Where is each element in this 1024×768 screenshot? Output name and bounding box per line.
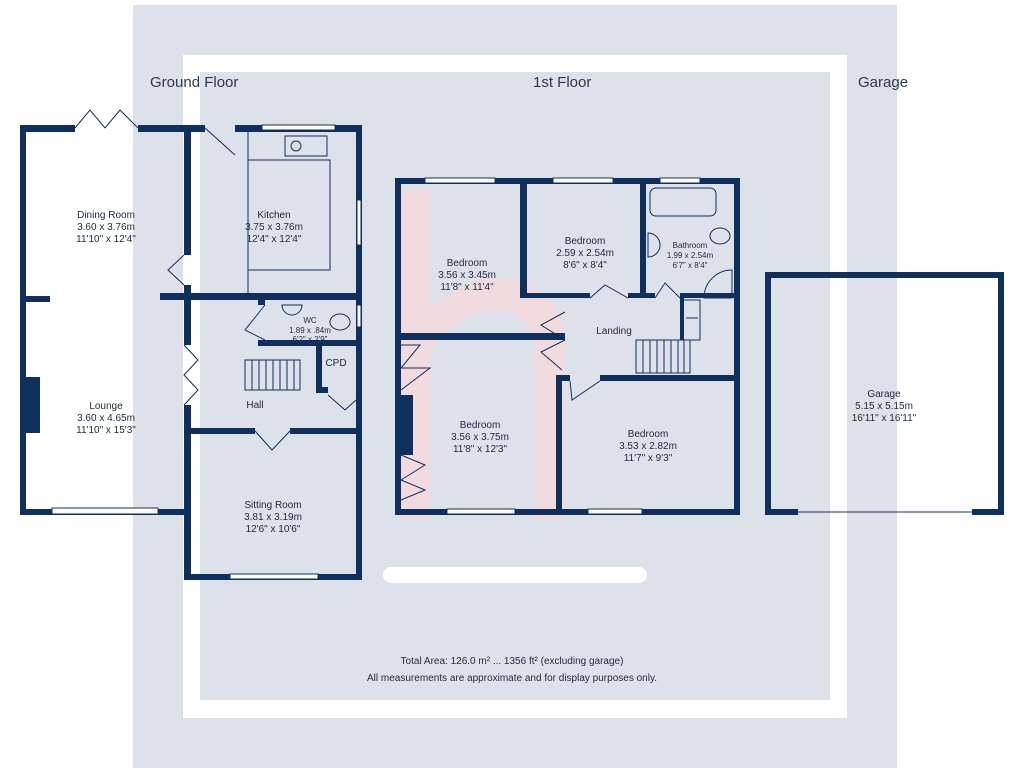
svg-text:Garage: Garage — [867, 389, 901, 400]
svg-text:6'7" x 8'4": 6'7" x 8'4" — [673, 261, 708, 270]
first-floor-walls — [395, 177, 740, 515]
svg-text:Bedroom: Bedroom — [460, 420, 501, 431]
first-floor-label: 1st Floor — [533, 74, 591, 91]
svg-text:3.56 x 3.75m: 3.56 x 3.75m — [451, 432, 509, 443]
room-wc: WC 1.89 x .84m 6'2" x 2'9" — [289, 316, 331, 344]
svg-text:Dining Room: Dining Room — [77, 210, 135, 221]
room-lounge: Lounge 3.60 x 4.65m 11'10" x 15'3" — [76, 401, 136, 436]
svg-text:WC: WC — [303, 316, 317, 325]
svg-text:Lounge: Lounge — [89, 401, 123, 412]
watermark-logo — [133, 5, 897, 768]
svg-text:11'10" x 15'3": 11'10" x 15'3" — [76, 425, 136, 436]
garage-floor-label: Garage — [858, 74, 908, 91]
svg-text:3.60 x 3.76m: 3.60 x 3.76m — [77, 222, 135, 233]
ground-floor-fixtures — [74, 109, 357, 451]
room-garage: Garage 5.15 x 5.15m 16'11" x 16'11" — [852, 389, 917, 424]
svg-text:3.60 x 4.65m: 3.60 x 4.65m — [77, 413, 135, 424]
room-bedroom-3: Bedroom 3.56 x 3.75m 11'8" x 12'3" — [451, 420, 509, 455]
first-floor-fixtures — [399, 187, 733, 501]
room-hall: Hall — [246, 400, 263, 411]
svg-text:3.81 x 3.19m: 3.81 x 3.19m — [244, 512, 302, 523]
room-bedroom-2: Bedroom 2.59 x 2.54m 8'6" x 8'4" — [556, 236, 614, 271]
svg-text:11'8" x 11'4": 11'8" x 11'4" — [440, 282, 494, 293]
svg-text:2.59 x 2.54m: 2.59 x 2.54m — [556, 248, 614, 259]
svg-text:3.56 x 3.45m: 3.56 x 3.45m — [438, 270, 496, 281]
total-area: Total Area: 126.0 m² ... 1356 ft² (exclu… — [401, 656, 624, 667]
svg-text:1.89 x .84m: 1.89 x .84m — [289, 326, 331, 335]
room-landing: Landing — [596, 326, 632, 337]
room-bedroom-1: Bedroom 3.56 x 3.45m 11'8" x 11'4" — [438, 258, 496, 293]
svg-text:Bedroom: Bedroom — [565, 236, 606, 247]
room-bathroom: Bathroom 1.99 x 2.54m 6'7" x 8'4" — [667, 241, 714, 270]
svg-text:5.15 x 5.15m: 5.15 x 5.15m — [855, 401, 913, 412]
svg-text:16'11" x 16'11": 16'11" x 16'11" — [852, 413, 917, 424]
room-kitchen: Kitchen 3.75 x 3.76m 12'4" x 12'4" — [245, 210, 303, 245]
svg-text:Sitting Room: Sitting Room — [244, 500, 301, 511]
ground-floor-label: Ground Floor — [150, 74, 238, 91]
garage-walls — [765, 272, 1004, 515]
ground-floor-walls — [20, 124, 362, 580]
room-bedroom-4: Bedroom 3.53 x 2.82m 11'7" x 9'3" — [619, 429, 677, 464]
svg-text:11'8" x 12'3": 11'8" x 12'3" — [453, 444, 508, 455]
room-sitting: Sitting Room 3.81 x 3.19m 12'6" x 10'6" — [244, 500, 302, 535]
room-cpd: CPD — [325, 358, 346, 369]
disclaimer: All measurements are approximate and for… — [367, 673, 657, 684]
svg-text:12'6" x 10'6": 12'6" x 10'6" — [246, 524, 301, 535]
svg-text:3.53 x 2.82m: 3.53 x 2.82m — [619, 441, 677, 452]
svg-text:11'10" x 12'4": 11'10" x 12'4" — [76, 234, 136, 245]
svg-text:6'2" x 2'9": 6'2" x 2'9" — [293, 335, 328, 344]
room-dining: Dining Room 3.60 x 3.76m 11'10" x 12'4" — [76, 210, 136, 245]
svg-text:3.75 x 3.76m: 3.75 x 3.76m — [245, 222, 303, 233]
svg-text:12'4" x 12'4": 12'4" x 12'4" — [247, 234, 302, 245]
svg-text:Kitchen: Kitchen — [257, 210, 290, 221]
svg-text:1.99 x 2.54m: 1.99 x 2.54m — [667, 251, 714, 260]
svg-text:11'7" x 9'3": 11'7" x 9'3" — [624, 453, 673, 464]
svg-text:8'6" x 8'4": 8'6" x 8'4" — [563, 260, 607, 271]
svg-text:Bathroom: Bathroom — [673, 241, 708, 250]
svg-text:Bedroom: Bedroom — [628, 429, 669, 440]
svg-text:Bedroom: Bedroom — [447, 258, 488, 269]
